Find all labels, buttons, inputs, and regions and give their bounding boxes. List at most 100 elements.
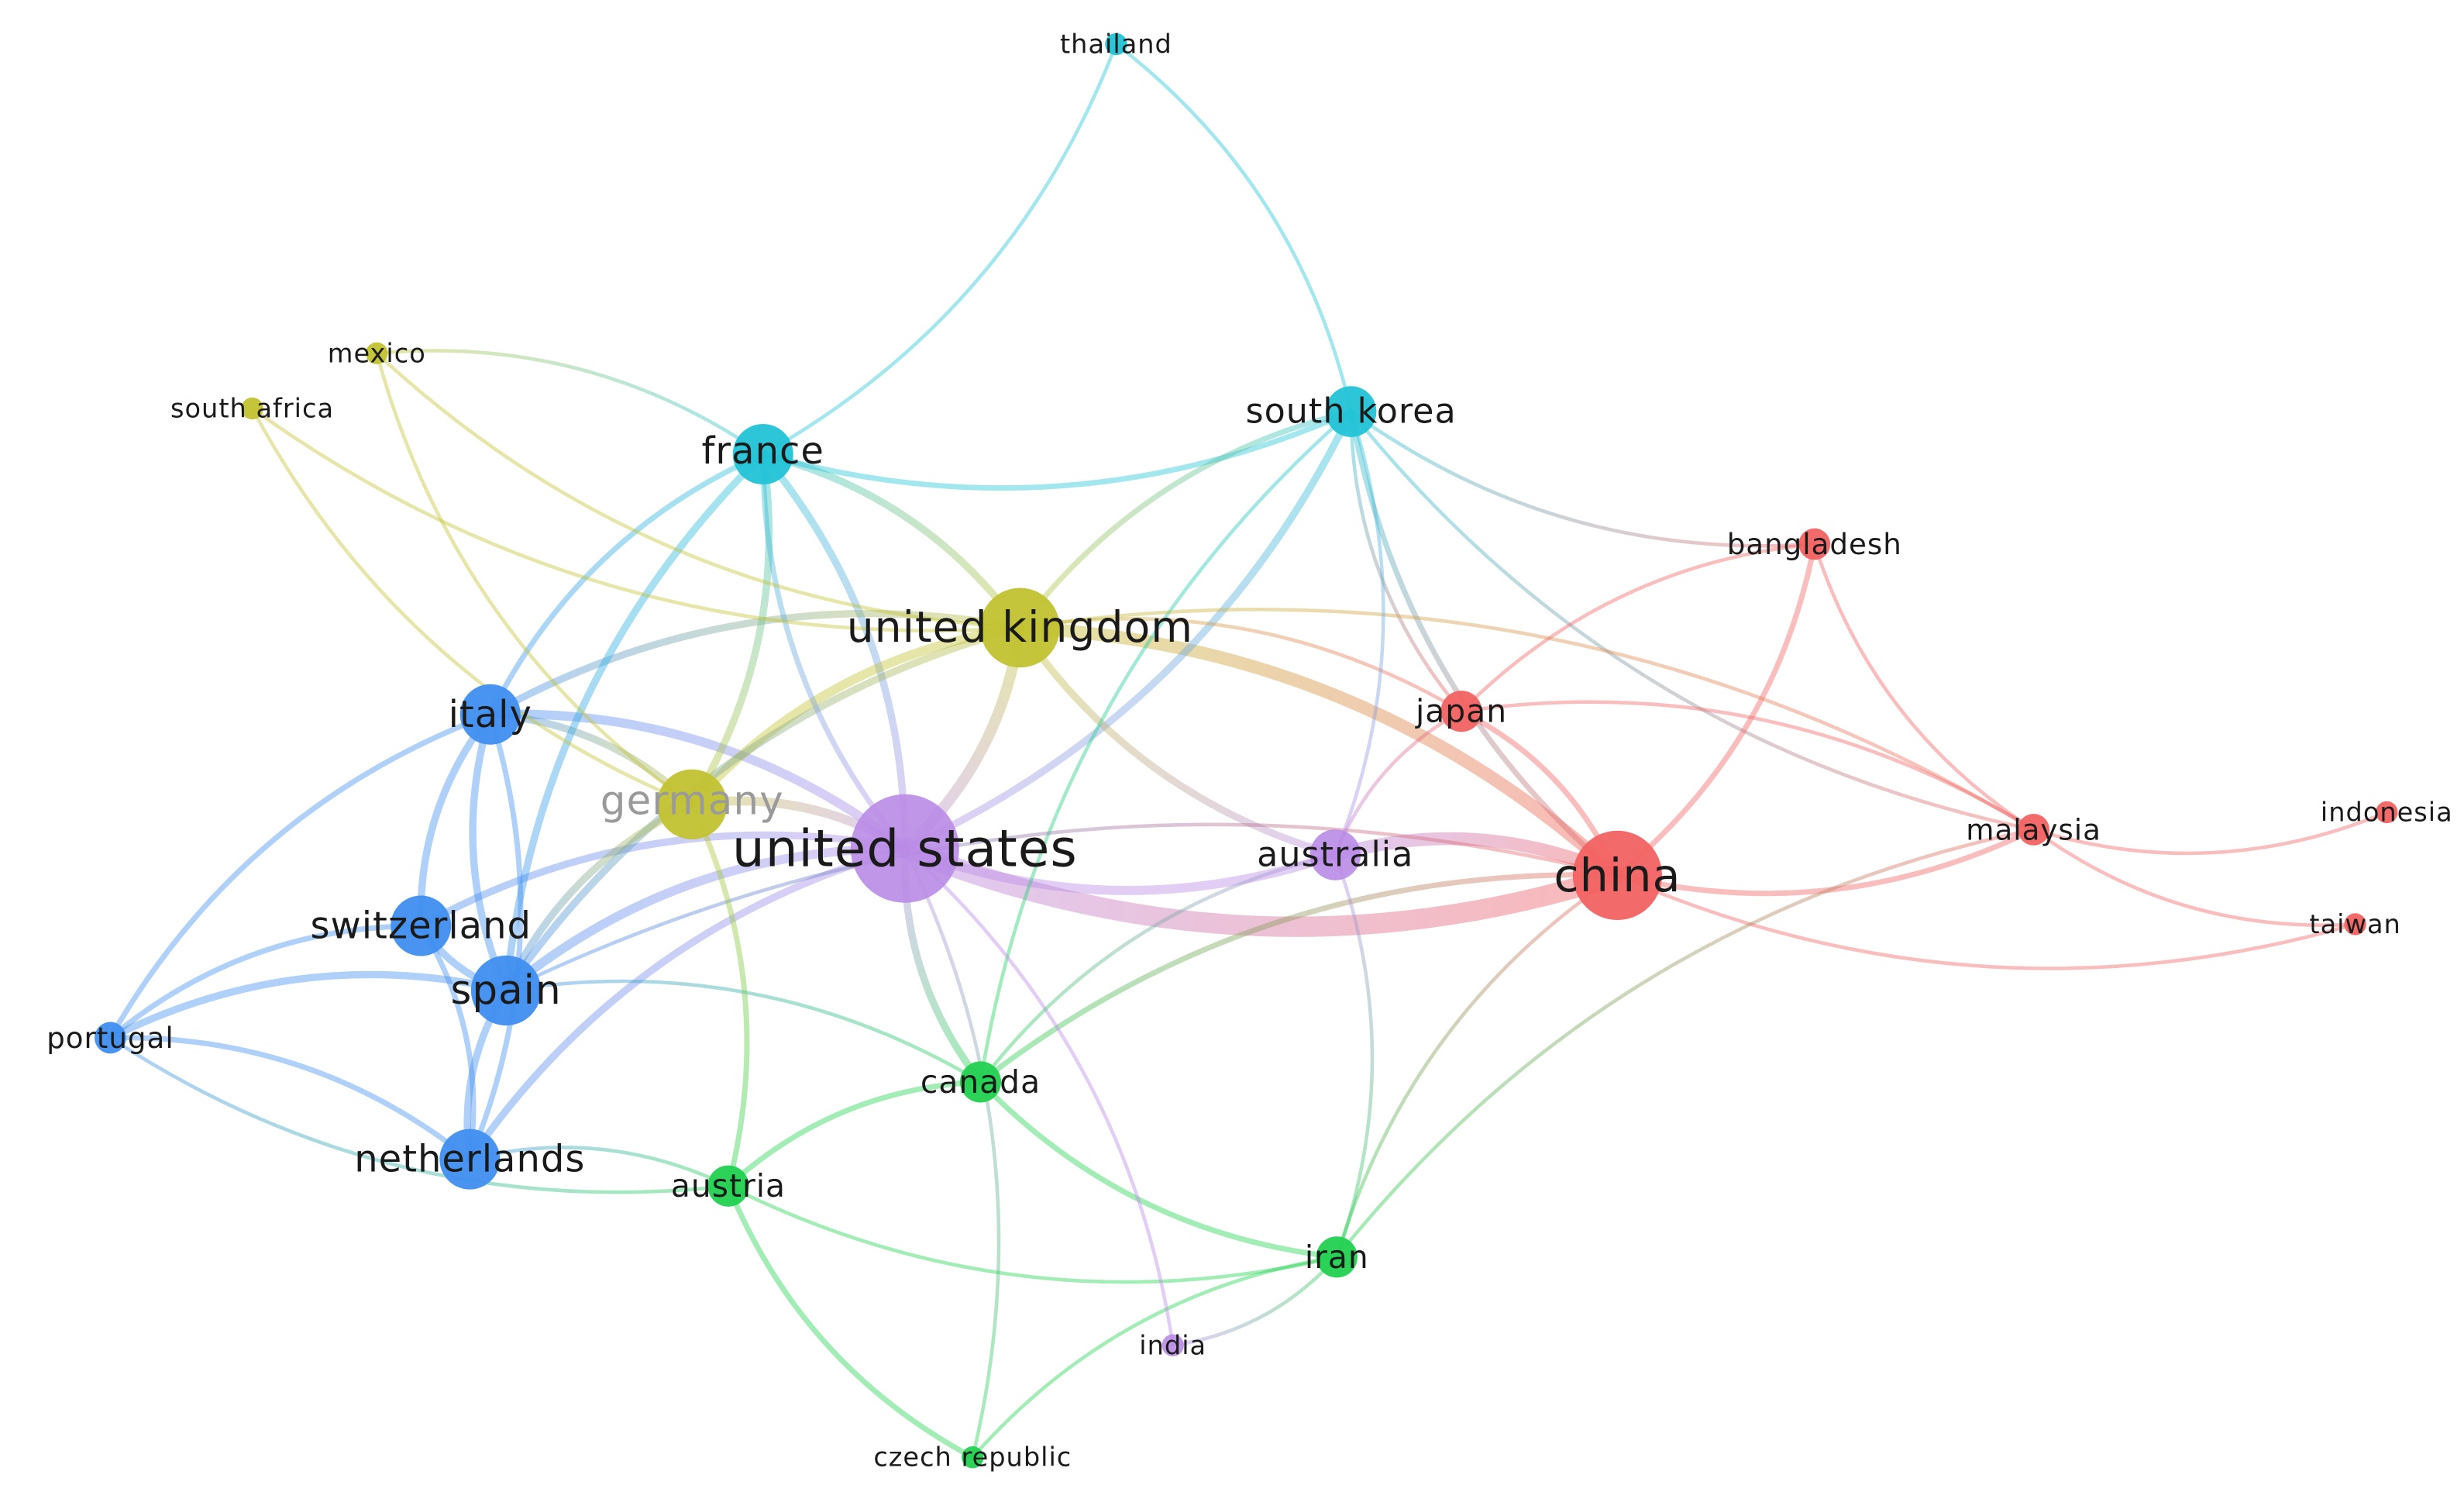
link-south-africa-germany [250,406,694,807]
link-china-canada [977,872,1620,1085]
link-south-korea-japan [1349,409,1464,714]
node-czech-republic[interactable] [962,1446,984,1469]
node-mexico[interactable] [366,342,388,365]
node-thailand[interactable] [1105,33,1127,56]
link-france-thailand [761,42,1118,457]
link-france-italy [487,451,766,718]
label-india: india [1139,1330,1206,1360]
node-australia[interactable] [1309,829,1361,880]
link-china-bangladesh [1614,541,1818,878]
link-netherlands-portugal [107,1035,473,1163]
link-united-states-italy [485,709,910,853]
link-austria-iran [726,1184,1339,1284]
label-china: china [1554,849,1681,902]
link-bangladesh-japan [1459,542,1817,714]
link-united-states-south-korea [901,408,1355,853]
node-bangladesh[interactable] [1798,528,1831,560]
label-south-korea: south korea [1246,392,1457,432]
label-australia: australia [1257,835,1413,874]
node-south-korea[interactable] [1325,386,1377,437]
link-austria-netherlands [467,1146,731,1188]
node-united-kingdom[interactable] [979,587,1060,668]
link-malaysia-indonesia [2032,810,2389,856]
node-austria[interactable] [707,1165,749,1207]
label-iran: iran [1305,1239,1369,1276]
link-netherlands-italy [466,712,524,1163]
node-portugal[interactable] [95,1022,126,1054]
label-thailand: thailand [1060,29,1172,59]
link-czech-republic-united-states [903,846,1001,1459]
node-taiwan[interactable] [2344,913,2366,936]
link-france-south-korea [760,408,1354,491]
link-italy-spain [469,711,510,994]
label-netherlands: netherlands [354,1138,585,1181]
node-india[interactable] [1161,1334,1184,1356]
label-bangladesh: bangladesh [1727,527,1902,561]
link-austria-germany [689,801,750,1189]
label-indonesia: indonesia [2321,797,2453,827]
links-layer [106,42,2389,1460]
label-united-kingdom: united kingdom [847,603,1193,653]
link-malaysia-iran [1335,828,2036,1259]
link-italy-portugal [107,712,494,1041]
link-portugal-austria [108,1035,731,1194]
link-mexico-germany [374,351,694,807]
node-iran[interactable] [1316,1236,1358,1278]
link-bangladesh-malaysia [1812,542,2036,832]
link-france-united-states [760,451,908,852]
link-malaysia-united-kingdom [1018,608,2036,832]
label-czech-republic: czech republic [873,1442,1072,1473]
label-italy: italy [449,693,532,736]
link-germany-spain [502,801,696,994]
label-taiwan: taiwan [2309,909,2400,939]
link-iran-czech-republic [971,1255,1339,1459]
node-canada[interactable] [959,1061,1002,1103]
label-united-states: united states [732,818,1078,878]
link-india-iran [1171,1255,1339,1348]
node-france[interactable] [732,424,793,485]
link-united-states-switzerland [417,831,909,930]
link-france-mexico [374,349,766,457]
label-south-africa: south africa [170,394,334,424]
node-italy[interactable] [459,684,521,745]
label-portugal: portugal [46,1021,174,1055]
link-china-iran [1335,873,1619,1259]
label-malaysia: malaysia [1966,812,2101,846]
link-netherlands-switzerland [418,922,477,1163]
label-japan: japan [1415,693,1507,730]
link-mexico-united-kingdom [374,351,1022,630]
link-australia-canada [979,853,1337,1084]
node-switzerland[interactable] [391,895,452,956]
node-china[interactable] [1572,830,1663,920]
label-spain: spain [450,967,561,1014]
node-south-africa[interactable] [241,397,263,420]
link-switzerland-portugal [107,922,424,1041]
link-south-korea-thailand [1114,42,1353,414]
node-germany[interactable] [656,769,728,839]
link-united-kingdom-spain [502,624,1024,994]
node-netherlands[interactable] [439,1128,501,1190]
node-indonesia[interactable] [2376,801,2398,824]
label-canada: canada [921,1063,1041,1101]
node-japan[interactable] [1440,691,1482,732]
link-china-united-kingdom [1013,621,1624,882]
link-china-spain [504,822,1619,993]
link-south-africa-united-kingdom [250,406,1022,632]
label-austria: austria [671,1167,786,1204]
node-united-states[interactable] [850,794,959,903]
link-china-taiwan [1616,873,2357,970]
link-south-korea-united-kingdom [1017,408,1354,631]
nodes-layer [95,33,2398,1469]
link-india-united-states [903,846,1175,1348]
link-south-korea-canada [979,409,1353,1084]
link-united-states-spain [501,843,910,995]
link-south-korea-bangladesh [1349,409,1817,548]
link-south-korea-china [1348,408,1620,878]
link-austria-czech-republic [725,1183,976,1460]
node-malaysia[interactable] [2018,813,2049,846]
link-germany-france [688,450,773,808]
link-south-korea-malaysia [1349,409,2036,832]
node-spain[interactable] [470,955,542,1026]
link-canada-spain [504,979,983,1084]
